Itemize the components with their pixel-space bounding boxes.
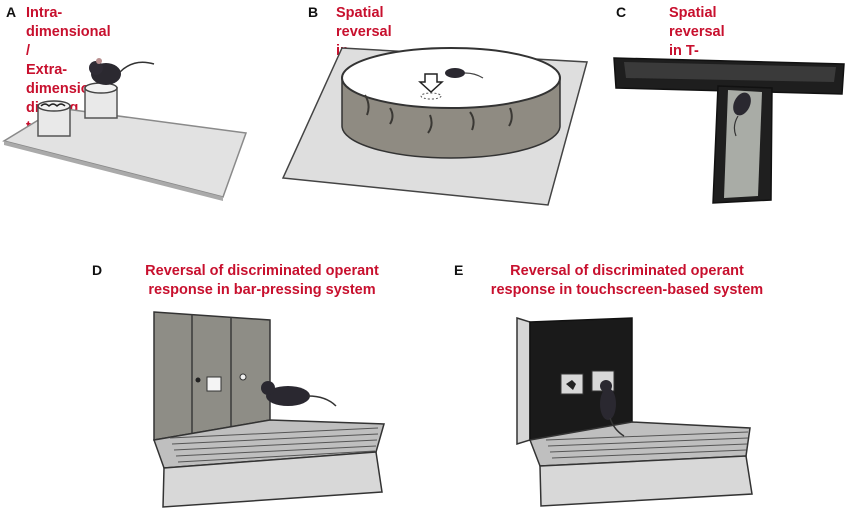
chamber-base-box — [162, 451, 383, 508]
floor-plate-edge — [4, 141, 223, 201]
touchscreen-base-box — [539, 455, 753, 507]
t-maze-stem-floor — [724, 90, 762, 198]
mouse-head — [89, 61, 103, 75]
panel-title-a-line-1: Intra-dimensional / — [26, 5, 111, 59]
food-magazine — [206, 376, 222, 392]
t-maze-crossbar-floor — [624, 62, 836, 82]
operant-mouse-e — [600, 388, 616, 420]
panel-title-e-line-2: response in touchscreen-based system — [490, 282, 764, 298]
digging-medium-left — [40, 103, 66, 108]
lever-light-left — [195, 377, 201, 383]
touchscreen-side-panel — [516, 316, 531, 446]
panel-title-e-line-1: Reversal of discriminated operant — [510, 263, 744, 279]
digging-pot-left — [37, 105, 71, 137]
lever-light-right — [239, 373, 247, 381]
swimming-mouse — [445, 68, 465, 78]
panel-letter-e: E — [454, 262, 464, 278]
panel-letter-b: B — [308, 4, 319, 20]
swimming-mouse-tail — [464, 72, 484, 79]
panel-letter-a: A — [6, 4, 17, 20]
panel-letter-c: C — [616, 4, 627, 20]
t-maze-mouse-tail — [733, 115, 739, 137]
panel-title-e: Reversal of discriminated operant respon… — [480, 262, 774, 300]
panel-title-d-line-1: Reversal of discriminated operant — [145, 263, 379, 279]
t-maze-mouse — [733, 92, 751, 116]
touchscreen-grid-floor — [528, 421, 751, 467]
platform-arrow-icon — [418, 73, 444, 94]
grid-floor — [152, 419, 385, 469]
panel-title-d: Reversal of discriminated operant respon… — [132, 262, 392, 300]
mouse-ear — [96, 58, 102, 64]
mouse-tail — [119, 61, 155, 73]
hidden-platform — [420, 92, 442, 100]
water-maze-water — [341, 47, 561, 109]
pool-wall-markings — [364, 94, 513, 134]
panel-letter-d: D — [92, 262, 103, 278]
operant-mouse-d — [266, 386, 310, 406]
panel-title-d-line-2: response in bar-pressing system — [148, 282, 376, 298]
